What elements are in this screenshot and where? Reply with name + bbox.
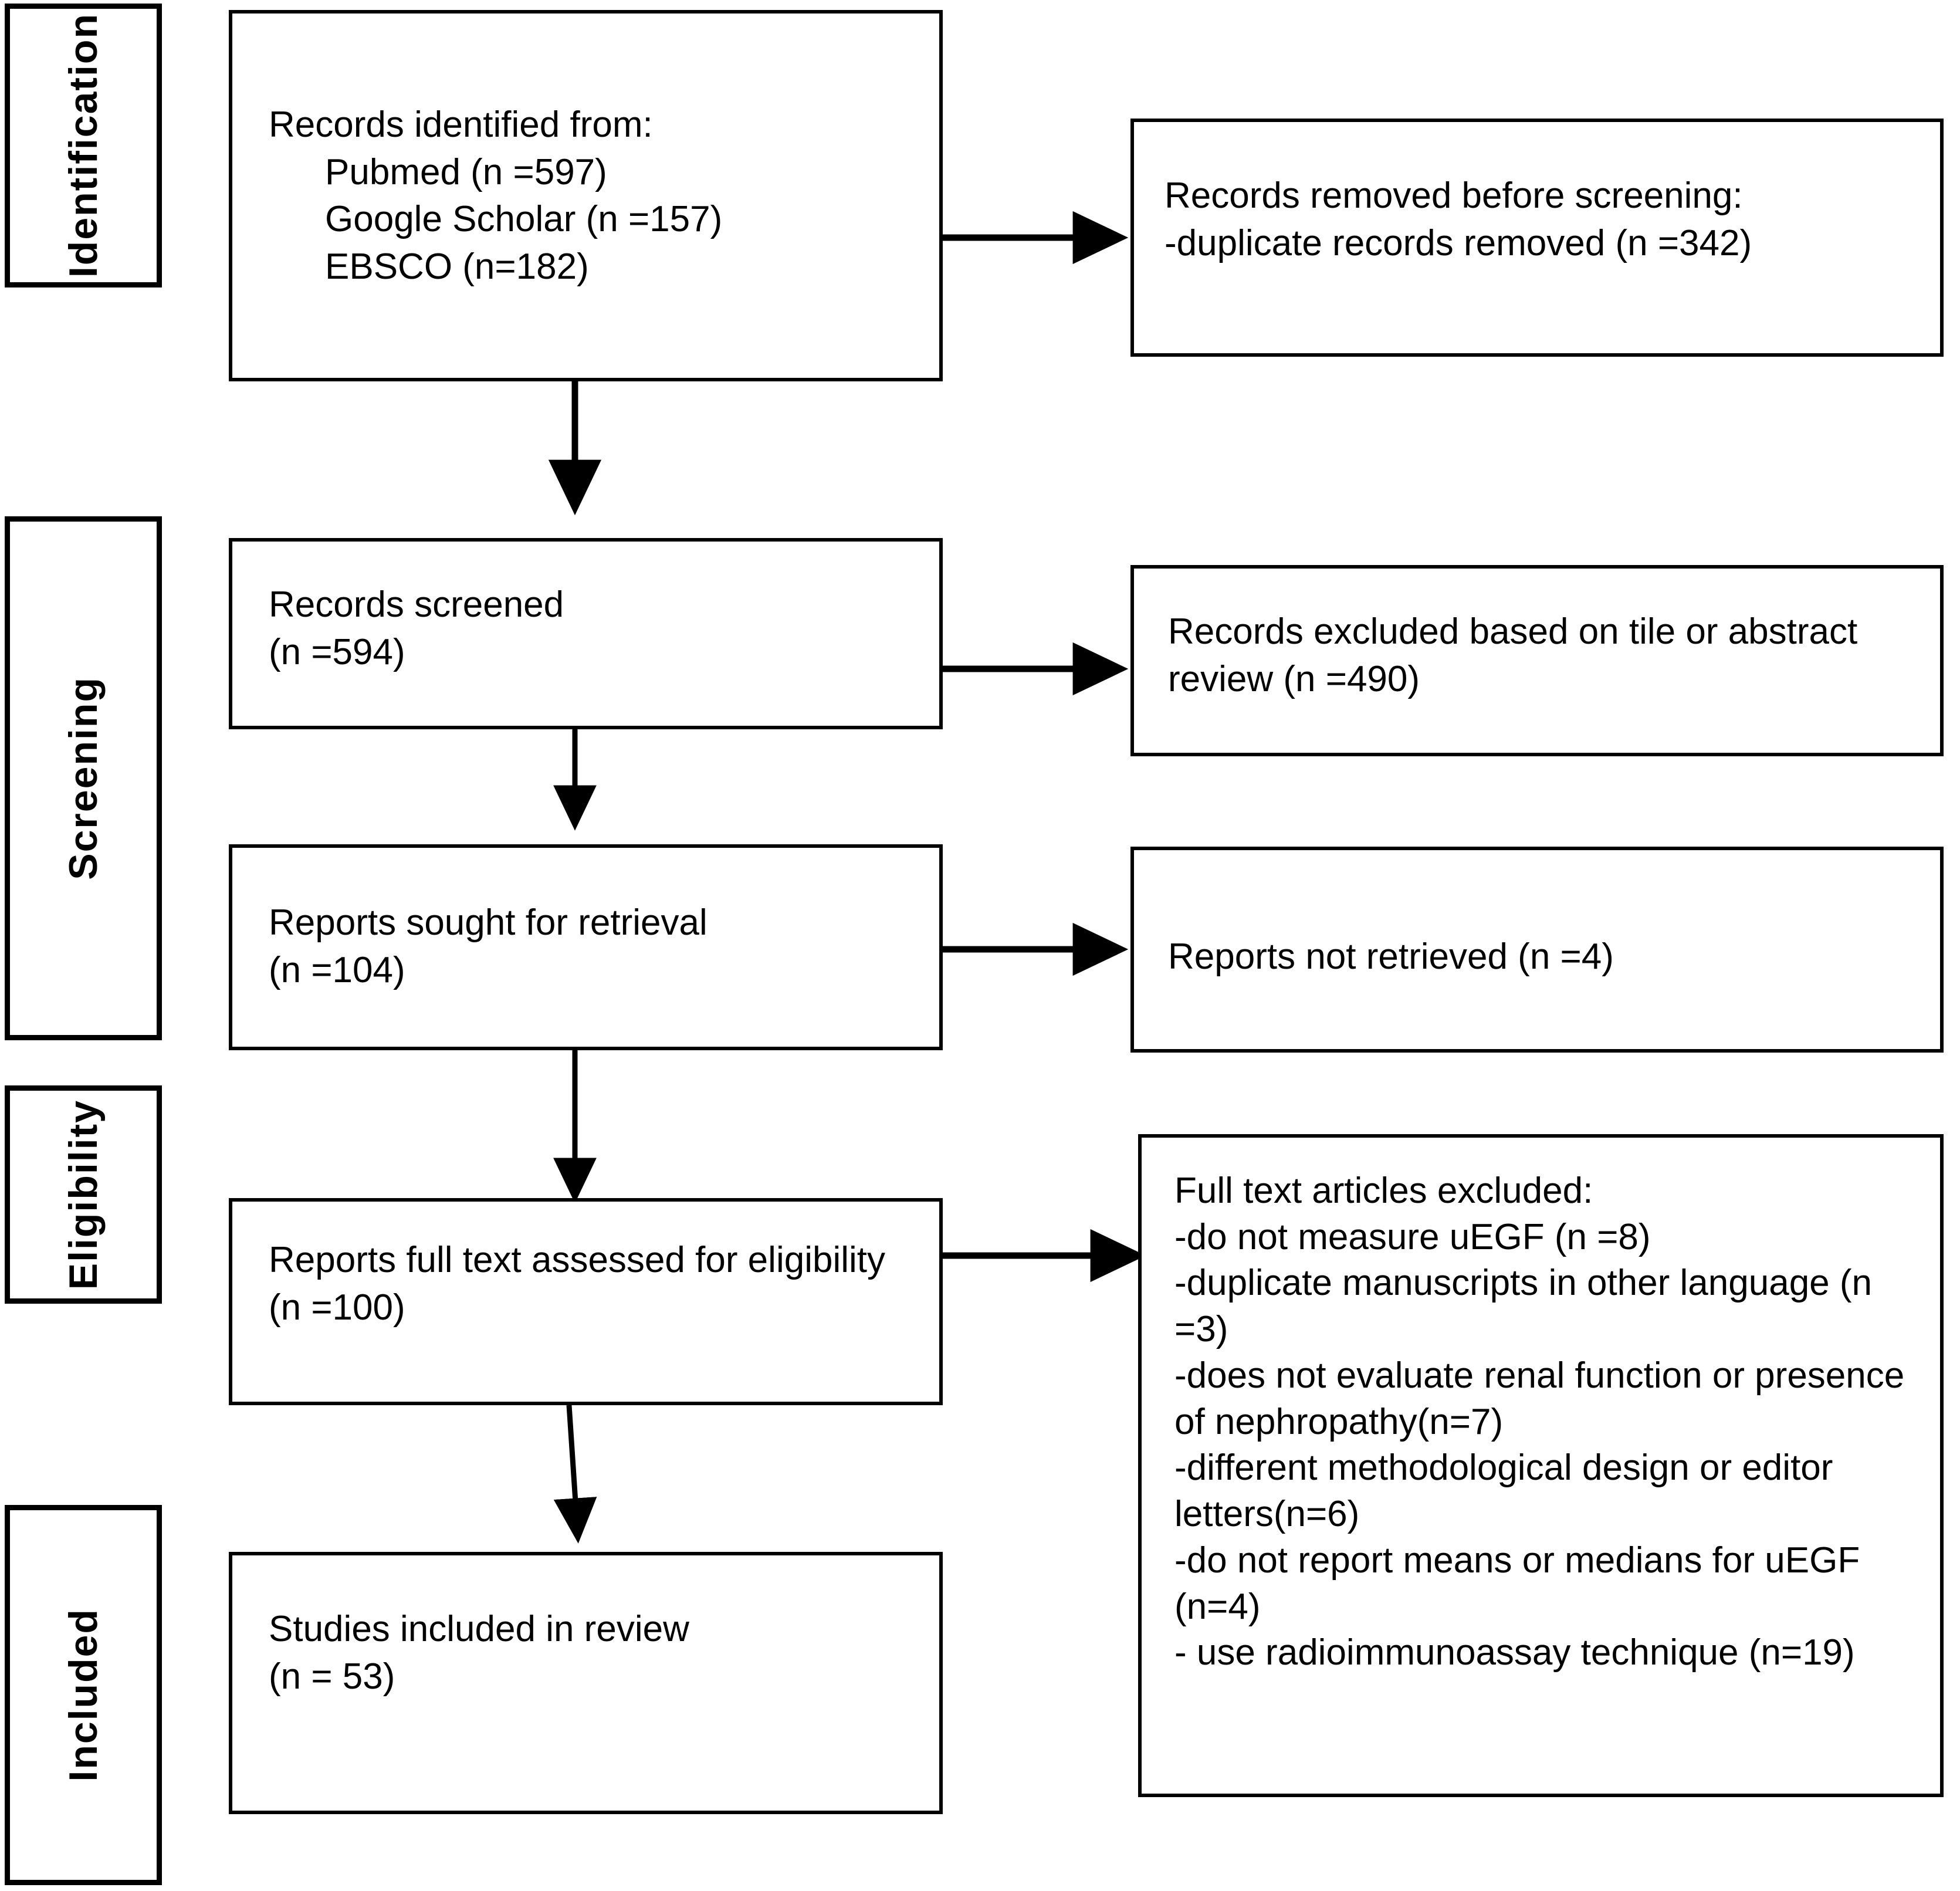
box-reports-sought: Reports sought for retrieval (n =104) <box>229 844 943 1050</box>
box-records-removed: Records removed before screening: -duplic… <box>1130 119 1944 357</box>
records-removed-title: Records removed before screening: <box>1165 175 1743 216</box>
box-records-excluded: Records excluded based on tile or abstra… <box>1130 565 1944 756</box>
stage-label-eligibility: Eligibility <box>5 1085 162 1304</box>
records-screened-count: (n =594) <box>269 631 405 672</box>
stage-label-screening-text: Screening <box>61 676 106 880</box>
full-text-excluded-item-design-editor-letters: -different methodological design or edit… <box>1174 1447 1843 1535</box>
full-text-excluded-title: Full text articles excluded: <box>1174 1171 1593 1211</box>
stage-label-included: Included <box>5 1505 162 1885</box>
records-identified-source-ebsco: EBSCO (n=182) <box>325 246 589 287</box>
reports-assessed-content: Reports full text assessed for eligibili… <box>269 1237 908 1331</box>
records-excluded-text: Records excluded based on tile or abstra… <box>1168 611 1868 699</box>
reports-sought-content: Reports sought for retrieval (n =104) <box>269 899 926 994</box>
reports-sought-count: (n =104) <box>269 949 405 990</box>
stage-label-identification-text: Identification <box>61 13 106 278</box>
reports-not-retrieved-content: Reports not retrieved (n =4) <box>1168 933 1901 981</box>
records-identified-source-google-scholar: Google Scholar (n =157) <box>325 199 723 240</box>
arrow-assessed-to-included <box>553 1405 597 1544</box>
studies-included-content: Studies included in review (n = 53) <box>269 1606 908 1700</box>
reports-assessed-count: (n =100) <box>269 1287 405 1328</box>
reports-assessed-title: Reports full text assessed for eligibili… <box>269 1240 886 1280</box>
studies-included-title: Studies included in review <box>269 1609 689 1649</box>
full-text-excluded-item-no-uegf: -do not measure uEGF (n =8) <box>1174 1216 1651 1257</box>
records-identified-title: Records identified from: <box>269 104 653 145</box>
full-text-excluded-content: Full text articles excluded: -do not meas… <box>1174 1168 1931 1676</box>
records-identified-source-pubmed: Pubmed (n =597) <box>325 151 607 192</box>
records-screened-title: Records screened <box>269 584 564 625</box>
stage-label-screening: Screening <box>5 516 162 1040</box>
box-full-text-excluded: Full text articles excluded: -do not meas… <box>1138 1134 1944 1797</box>
box-records-identified: Records identified from: Pubmed (n =597) G… <box>229 10 943 381</box>
records-identified-content: Records identified from: Pubmed (n =597) G… <box>269 102 926 290</box>
stage-label-eligibility-text: Eligibility <box>61 1099 106 1290</box>
full-text-excluded-item-radioimmunoassay: - use radioimmunoassay technique (n=19) <box>1174 1632 1855 1673</box>
full-text-excluded-item-duplicate-language: -duplicate manuscripts in other language… <box>1174 1263 1883 1350</box>
stage-label-included-text: Included <box>61 1608 106 1782</box>
box-reports-assessed: Reports full text assessed for eligibili… <box>229 1198 943 1405</box>
records-screened-content: Records screened (n =594) <box>269 581 914 676</box>
full-text-excluded-item-no-renal-function: -does not evaluate renal function or pre… <box>1174 1355 1915 1442</box>
full-text-excluded-item-no-means-medians: -do not report means or medians for uEGF… <box>1174 1540 1870 1627</box>
box-records-screened: Records screened (n =594) <box>229 538 943 729</box>
records-excluded-content: Records excluded based on tile or abstra… <box>1168 608 1901 703</box>
stage-label-identification: Identification <box>5 4 162 287</box>
records-removed-content: Records removed before screening: -duplic… <box>1165 172 1927 267</box>
records-removed-item-duplicates: -duplicate records removed (n =342) <box>1165 222 1752 263</box>
reports-sought-title: Reports sought for retrieval <box>269 902 708 943</box>
box-reports-not-retrieved: Reports not retrieved (n =4) <box>1130 847 1944 1053</box>
reports-not-retrieved-text: Reports not retrieved (n =4) <box>1168 936 1614 977</box>
box-studies-included: Studies included in review (n = 53) <box>229 1552 943 1814</box>
studies-included-count: (n = 53) <box>269 1656 395 1697</box>
